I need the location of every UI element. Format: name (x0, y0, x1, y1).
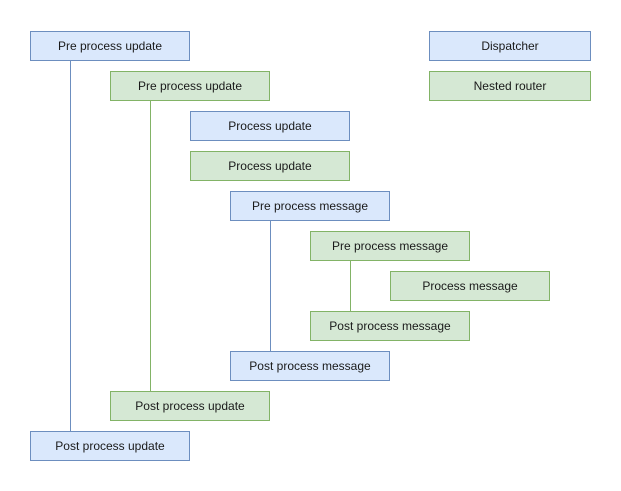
node-label: Pre process update (137, 79, 243, 93)
node-pre-process-update-router[interactable]: Pre process update (110, 71, 270, 101)
node-label: Process update (228, 159, 312, 173)
node-pre-process-message-router[interactable]: Pre process message (310, 231, 470, 261)
node-post-process-message-dispatcher[interactable]: Post process message (230, 351, 390, 381)
legend-item-dispatcher[interactable]: Dispatcher (429, 31, 591, 61)
node-label: Post process update (55, 439, 165, 453)
connector-pre-to-post-process-message-router (350, 261, 351, 311)
node-label: Pre process message (251, 199, 369, 213)
node-label: Process message (422, 279, 518, 293)
node-pre-process-message-dispatcher[interactable]: Pre process message (230, 191, 390, 221)
connector-pre-to-post-process-message-dispatcher (270, 221, 271, 351)
node-label: Pre process message (331, 239, 449, 253)
legend-item-label: Dispatcher (481, 39, 539, 53)
node-label: Post process update (135, 399, 245, 413)
node-pre-process-update-dispatcher[interactable]: Pre process update (30, 31, 190, 61)
node-post-process-update-dispatcher[interactable]: Post process update (30, 431, 190, 461)
node-process-update-dispatcher[interactable]: Process update (190, 111, 350, 141)
node-label: Pre process update (57, 39, 163, 53)
legend-item-label: Nested router (473, 79, 547, 93)
node-post-process-message-router[interactable]: Post process message (310, 311, 470, 341)
legend-item-nested-router[interactable]: Nested router (429, 71, 591, 101)
node-label: Post process message (329, 319, 451, 333)
connector-pre-to-post-process-update-router (150, 101, 151, 391)
node-label: Process update (228, 119, 312, 133)
node-label: Post process message (249, 359, 371, 373)
node-post-process-update-router[interactable]: Post process update (110, 391, 270, 421)
node-process-message-router[interactable]: Process message (390, 271, 550, 301)
node-process-update-router[interactable]: Process update (190, 151, 350, 181)
connector-pre-to-post-process-update-dispatcher (70, 61, 71, 431)
